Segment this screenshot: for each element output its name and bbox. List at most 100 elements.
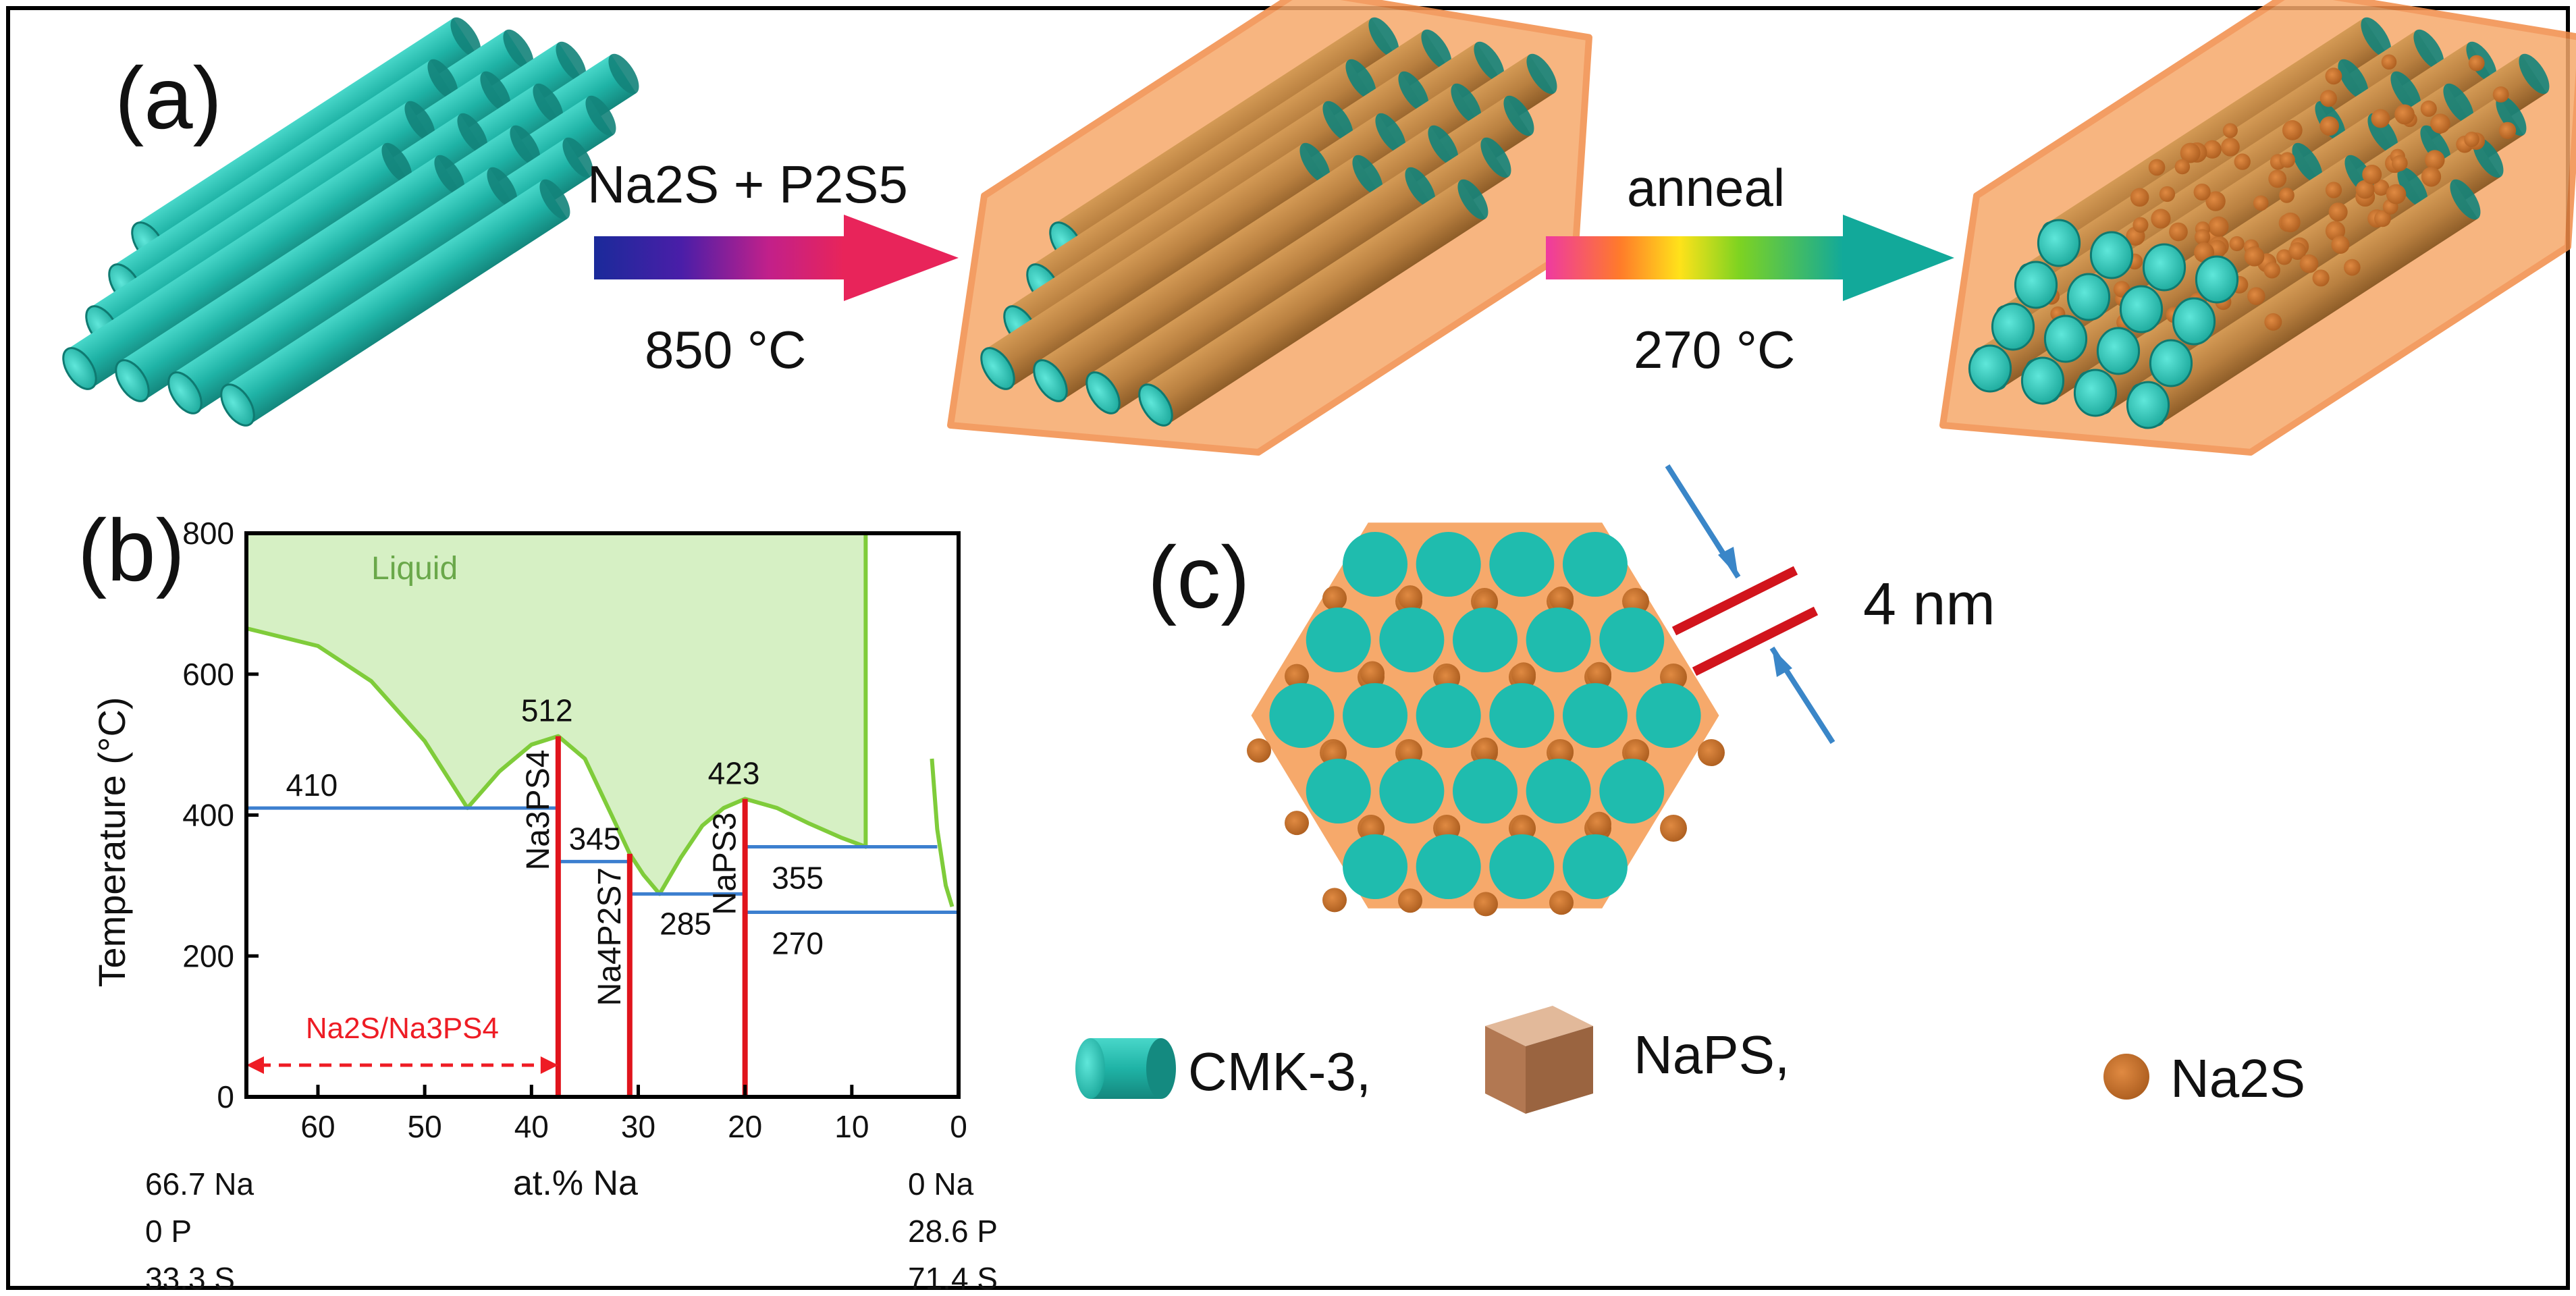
na2s-particle bbox=[2355, 180, 2375, 199]
cmk3-rod-section bbox=[1379, 759, 1445, 824]
melting-point-label: 512 bbox=[521, 693, 573, 728]
invariant-label: 285 bbox=[660, 906, 712, 941]
cmk3-rod-section bbox=[1306, 608, 1371, 672]
left-composition-label: 33.3 S bbox=[145, 1261, 235, 1296]
wall-thickness-marker bbox=[1665, 464, 1835, 745]
invariant-label: 410 bbox=[286, 767, 338, 803]
na2s-particle bbox=[1285, 664, 1309, 688]
na2s-particle bbox=[2374, 210, 2391, 227]
na2s-particle bbox=[2130, 188, 2149, 207]
na2s-particle bbox=[1587, 811, 1611, 836]
na2s-particle bbox=[2498, 122, 2517, 140]
na2s-particle bbox=[2391, 155, 2408, 171]
cmk3-rod-section bbox=[1453, 759, 1518, 824]
na2s-particle bbox=[2371, 109, 2390, 128]
rod-end bbox=[2089, 231, 2134, 279]
cmk3-rod-section bbox=[1599, 608, 1665, 672]
panel-label-c: (c) bbox=[1148, 528, 1250, 626]
liquid-region-label: Liquid bbox=[371, 551, 458, 587]
rod-end bbox=[2014, 261, 2058, 309]
na2s-particle bbox=[2421, 167, 2442, 187]
rod-end bbox=[2096, 327, 2141, 375]
legend-na2s-label: Na2S bbox=[2170, 1048, 2305, 1108]
rod bbox=[1033, 155, 1383, 402]
panel-label-b: (b) bbox=[78, 501, 185, 599]
cmk3-rod-section bbox=[1489, 532, 1555, 597]
na2s-particle bbox=[1398, 888, 1422, 913]
y-tick-label: 200 bbox=[182, 938, 234, 973]
cmk3-rod-section bbox=[1562, 532, 1628, 597]
right-composition-label: 0 Na bbox=[908, 1166, 974, 1202]
na2s-particle bbox=[2280, 212, 2301, 233]
invariant-label: 270 bbox=[772, 926, 824, 961]
cmk3-rod-section bbox=[1599, 759, 1665, 824]
cmk3-rod-section bbox=[1416, 683, 1481, 748]
na2s-particle bbox=[1398, 740, 1422, 765]
na2s-particle bbox=[2151, 209, 2171, 229]
range-arrowhead bbox=[540, 1056, 558, 1075]
step2-temperature: 270 °C bbox=[1634, 320, 1795, 379]
na2s-particle bbox=[2169, 222, 2188, 242]
na2s-particle bbox=[1549, 739, 1574, 764]
na2s-particle bbox=[2319, 90, 2337, 107]
right-composition-label: 71.4 S bbox=[908, 1261, 998, 1296]
na2s-particle bbox=[2263, 261, 2280, 279]
na2s-particle bbox=[1698, 739, 1725, 766]
invariant-label: 355 bbox=[772, 860, 824, 895]
na2s-particle bbox=[2222, 123, 2238, 138]
range-label: Na2S/Na3PS4 bbox=[306, 1012, 499, 1045]
rod bbox=[115, 155, 465, 402]
wall-thickness-label: 4 nm bbox=[1863, 570, 1995, 637]
na2s-particle bbox=[2394, 104, 2415, 125]
na2s-particle bbox=[1436, 815, 1460, 840]
rod bbox=[1085, 167, 1436, 414]
na2s-particle bbox=[2325, 182, 2342, 198]
phase-diagram: Liquid410345285355270512423Na3PS4Na4P2S7… bbox=[90, 516, 998, 1296]
y-tick-label: 400 bbox=[182, 798, 234, 833]
na2s-particle bbox=[2180, 142, 2201, 163]
cmk3-rod-section bbox=[1562, 834, 1628, 899]
cmk3-rod-section bbox=[1343, 683, 1408, 748]
na2s-particle bbox=[2205, 191, 2226, 211]
step2-label: anneal bbox=[1627, 158, 1785, 217]
na2s-particle bbox=[2208, 216, 2229, 237]
na2s-particle bbox=[1285, 811, 1309, 836]
legend-naps-label: NaPS, bbox=[1634, 1025, 1790, 1085]
na2s-particle bbox=[2381, 54, 2397, 70]
rod-end bbox=[2043, 315, 2088, 363]
x-tick-label: 0 bbox=[950, 1109, 967, 1144]
na2s-particle bbox=[2344, 259, 2361, 276]
range-arrowhead bbox=[246, 1056, 264, 1075]
compound-label: Na3PS4 bbox=[520, 750, 556, 871]
cmk3-rod-bundle bbox=[62, 17, 639, 427]
na2s-particle bbox=[2253, 195, 2269, 211]
na2s-particle bbox=[2221, 137, 2240, 157]
cmk3-rod-section bbox=[1526, 759, 1591, 824]
na2s-particle bbox=[1474, 737, 1498, 762]
na2s-particle bbox=[2193, 183, 2211, 201]
cmk3-rod-section bbox=[1306, 759, 1371, 824]
legend-cmk3-icon bbox=[1075, 1038, 1176, 1099]
step1-reactants: Na2S + P2S5 bbox=[587, 155, 908, 214]
legend-naps-icon bbox=[1485, 1006, 1593, 1114]
invariant-label: 345 bbox=[569, 821, 621, 856]
legend: CMK-3, NaPS, Na2S bbox=[1075, 1006, 2305, 1114]
na2s-particle bbox=[2430, 113, 2450, 134]
rod bbox=[980, 142, 1331, 390]
rod-end bbox=[2126, 381, 2170, 429]
na2s-particle bbox=[2234, 153, 2251, 170]
compound-label: NaPS3 bbox=[707, 812, 743, 915]
cmk3-rod-section bbox=[1489, 834, 1555, 899]
na2s-particle bbox=[2279, 187, 2295, 203]
na2s-particle bbox=[1398, 585, 1422, 610]
y-tick-label: 800 bbox=[182, 516, 234, 551]
y-tick-label: 0 bbox=[217, 1079, 234, 1114]
step1-temperature: 850 °C bbox=[645, 320, 806, 379]
melting-point-label: 423 bbox=[708, 755, 760, 790]
rod-end bbox=[2066, 273, 2111, 321]
right-composition-label: 28.6 P bbox=[908, 1214, 998, 1249]
na2s-particle bbox=[2268, 169, 2287, 188]
na2s-particle bbox=[1247, 738, 1271, 763]
cmk3-rod-section bbox=[1343, 532, 1408, 597]
rod bbox=[62, 142, 412, 390]
